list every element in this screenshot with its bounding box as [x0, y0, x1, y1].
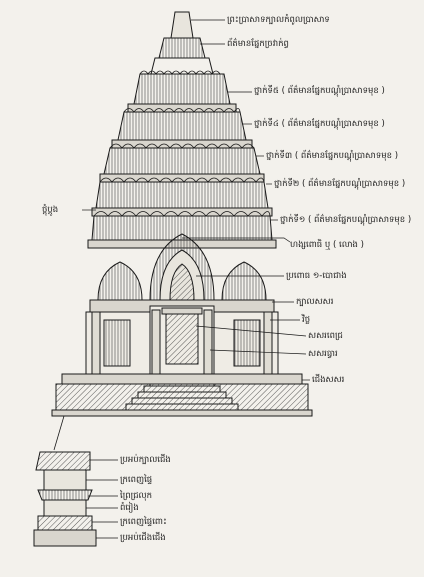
leader-lines: [82, 19, 310, 539]
label-base-3: ព្រៃជ្រលុក: [120, 491, 153, 501]
label-column-base: ជើងសសរ: [312, 375, 345, 385]
label-base-5: ក្រពេញផ្ទៃពោះ: [120, 517, 167, 527]
label-pediment: ប្រពោធ ១-បោជាង: [286, 271, 347, 281]
label-finial-detail: ព័ត៌មានផ្នែកច្រវាក់ព្ធ: [227, 39, 289, 49]
central-pediment: [149, 233, 215, 301]
temple-tower: [51, 11, 313, 417]
tier-antefixes: [93, 70, 271, 217]
label-base-1: ប្រអប់ក្បាលជើង: [120, 455, 171, 465]
plinth: [51, 373, 313, 417]
label-diamond-column: សសរពេជ្រ: [308, 331, 343, 341]
tier-4: [111, 111, 253, 149]
label-door-column: សសរធ្វារ: [308, 349, 338, 359]
label-base-4: ពំរៀង: [120, 503, 139, 513]
label-pediment-finial: ហង្សពោធិ ឬ ( លោង ): [290, 240, 364, 250]
label-column-capital: ក្បាលសសរ: [296, 297, 334, 307]
label-tier-5: ថ្នាក់ទី៥ ( ព័ត៌មានផ្នែកបណ្ដុំប្រាសាទមុខ…: [254, 86, 385, 96]
tier-5: [127, 73, 237, 113]
label-finial: ព្រះប្រាសាទក្បាលកំពូលប្រាសាទ: [227, 15, 330, 25]
label-base-6: ប្រអប់ជើងជើង: [120, 533, 166, 543]
label-tier-1: ថ្នាក់ទី១ ( ព័ត៌មានផ្នែកបណ្ដុំប្រាសាទមុខ…: [280, 215, 412, 225]
tower-finial: [150, 11, 214, 75]
label-tier-2: ថ្នាក់ទី២ ( ព័ត៌មានផ្នែកបណ្ដុំប្រាសាទមុខ…: [274, 179, 406, 189]
label-base-2: ក្រពេញផ្ទៃ: [120, 475, 153, 485]
tier-3: [99, 147, 265, 183]
label-lintel: វិថ្ល: [302, 315, 311, 325]
tier-2: [91, 181, 273, 217]
side-pediments: [97, 261, 267, 301]
label-tier-4: ថ្នាក់ទី៤ ( ព័ត៌មានផ្នែកបណ្ដុំប្រាសាទមុខ…: [254, 119, 385, 129]
label-tier-3: ថ្នាក់ទី៣ ( ព័ត៌មានផ្នែកបណ្ដុំប្រាសាទមុខ…: [266, 151, 399, 161]
label-side: ថ្ពុំប្ដូង: [42, 205, 59, 215]
base-profile-detail: [33, 415, 97, 547]
central-porch: [149, 305, 215, 375]
